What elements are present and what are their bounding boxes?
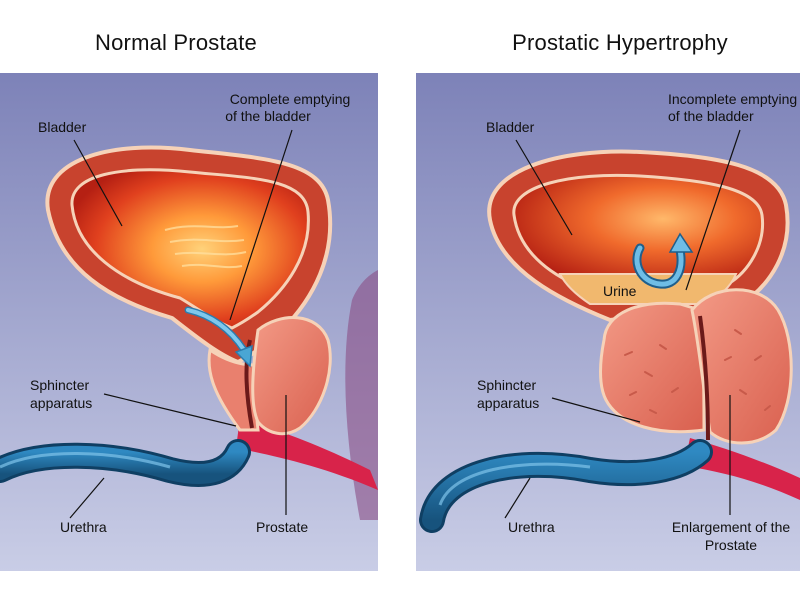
blood-vessel	[684, 438, 800, 500]
label-prostate: Prostate	[256, 519, 308, 535]
label-enlargement-line2: Prostate	[705, 537, 757, 553]
flow-arrow-head	[668, 232, 694, 253]
leader-urethra	[69, 477, 105, 519]
leader-bladder	[73, 139, 123, 227]
flow-arrow-head	[234, 344, 253, 368]
label-sphincter-line2: apparatus	[477, 395, 539, 411]
panel-title-normal: Normal Prostate	[95, 30, 257, 55]
bladder-cavity	[70, 168, 310, 330]
flow-arrow	[186, 308, 246, 352]
label-urine: Urine	[603, 283, 637, 299]
leader-emptying	[685, 129, 741, 291]
panel-hypertrophy: Bladder Incomplete emptying of the bladd…	[416, 73, 800, 571]
leader-sphincter	[551, 397, 641, 423]
label-enlargement-line1: Enlargement of the	[672, 519, 791, 535]
label-urethra: Urethra	[508, 519, 555, 535]
leader-sphincter	[103, 393, 237, 427]
leader-bladder	[515, 139, 573, 236]
label-emptying-line1: Complete emptying	[230, 91, 351, 107]
label-bladder: Bladder	[486, 119, 535, 135]
label-urethra: Urethra	[60, 519, 107, 535]
label-emptying-line2: of the bladder	[668, 108, 754, 124]
leader-urethra	[504, 477, 531, 519]
flow-arrow	[634, 245, 684, 287]
label-emptying-line2: of the bladder	[225, 108, 311, 124]
label-sphincter-line1: Sphincter	[477, 377, 536, 393]
urethra-tube	[0, 442, 248, 484]
label-sphincter-line1: Sphincter	[30, 377, 89, 393]
label-emptying-line1: Incomplete emptying	[668, 91, 797, 107]
label-bladder: Bladder	[38, 119, 87, 135]
blood-vessel	[236, 418, 378, 490]
panel-normal: Bladder Complete emptying of the bladder…	[0, 73, 378, 571]
prostate	[251, 316, 332, 436]
panel-title-hypertrophy: Prostatic Hypertrophy	[512, 30, 728, 55]
bladder-cavity	[512, 173, 765, 286]
leader-emptying	[229, 129, 293, 321]
prostate-left-lobe	[599, 301, 706, 434]
prostate-right-lobe	[690, 288, 793, 445]
label-sphincter-line2: apparatus	[30, 395, 92, 411]
